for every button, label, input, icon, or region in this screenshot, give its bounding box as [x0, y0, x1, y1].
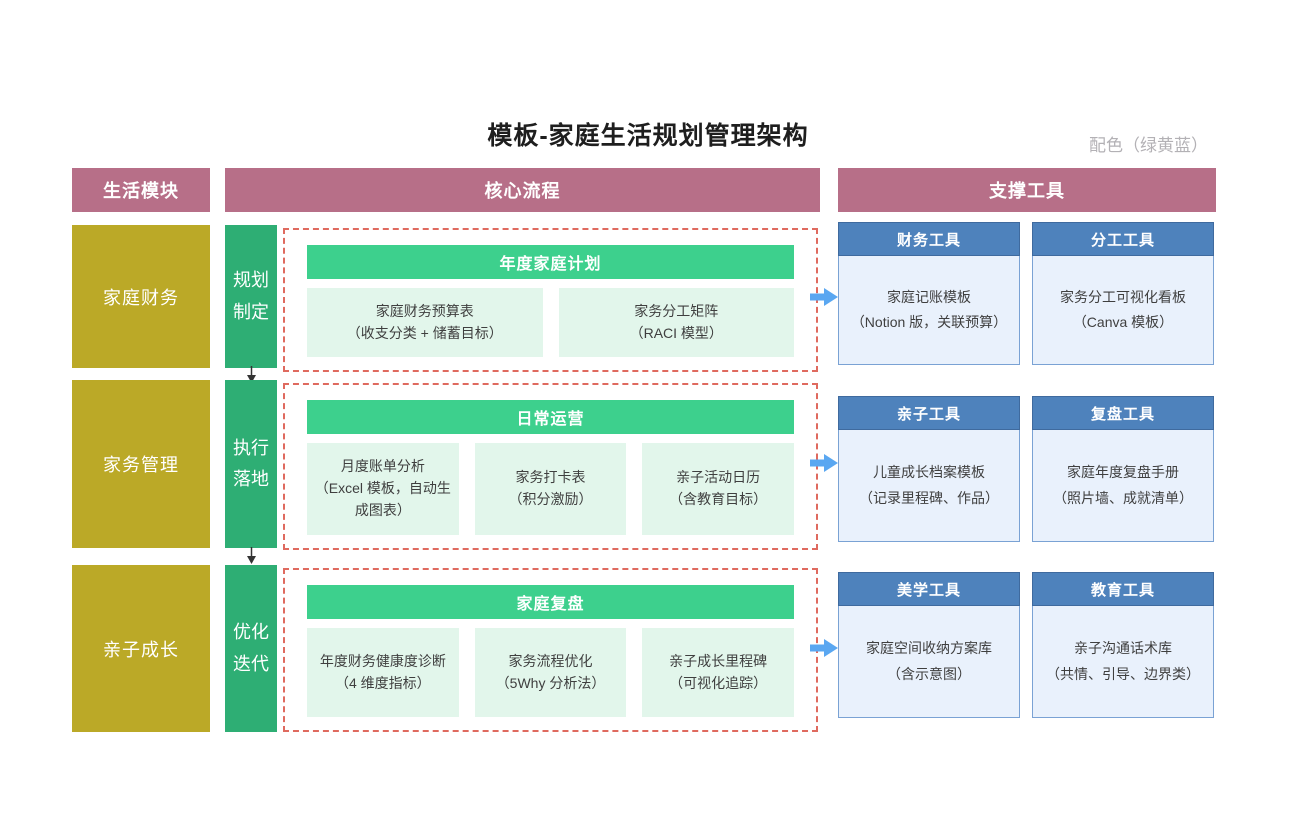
tool-body: 家庭空间收纳方案库 （含示意图）: [838, 606, 1020, 718]
tool-box-aesthetics: 美学工具 家庭空间收纳方案库 （含示意图）: [838, 572, 1020, 718]
process-item: 亲子活动日历 （含教育目标）: [642, 443, 795, 535]
process-item: 家务流程优化 （5Why 分析法）: [474, 628, 627, 717]
tool-body: 儿童成长档案模板 （记录里程碑、作品）: [838, 430, 1020, 542]
stage-down-arrow-icon: [245, 366, 258, 383]
process-item: 亲子成长里程碑 （可视化追踪）: [642, 628, 795, 717]
flow-right-arrow-icon: [810, 287, 838, 307]
module-box-family-finance: 家庭财务: [72, 225, 210, 368]
process-group-annual-plan: 年度家庭计划 家庭财务预算表 （收支分类 + 储蓄目标） 家务分工矩阵 （RAC…: [283, 228, 818, 372]
tool-header: 复盘工具: [1032, 396, 1214, 430]
tool-body: 家庭年度复盘手册 （照片墙、成就清单）: [1032, 430, 1214, 542]
column-header-life-modules: 生活模块: [72, 168, 210, 212]
module-box-housework: 家务管理: [72, 380, 210, 548]
tool-box-review: 复盘工具 家庭年度复盘手册 （照片墙、成就清单）: [1032, 396, 1214, 542]
tool-header: 教育工具: [1032, 572, 1214, 606]
process-item: 年度财务健康度诊断 （4 维度指标）: [307, 628, 459, 717]
tool-body: 家庭记账模板 （Notion 版，关联预算）: [838, 256, 1020, 365]
process-item: 家庭财务预算表 （收支分类 + 储蓄目标）: [307, 288, 543, 357]
process-items: 月度账单分析 （Excel 模板，自动生成图表） 家务打卡表 （积分激励） 亲子…: [307, 443, 795, 535]
tool-header: 分工工具: [1032, 222, 1214, 256]
process-group-family-review: 家庭复盘 年度财务健康度诊断 （4 维度指标） 家务流程优化 （5Why 分析法…: [283, 568, 818, 732]
process-items: 年度财务健康度诊断 （4 维度指标） 家务流程优化 （5Why 分析法） 亲子成…: [307, 628, 795, 717]
process-title-bar: 年度家庭计划: [307, 245, 794, 279]
tool-header: 亲子工具: [838, 396, 1020, 430]
flow-right-arrow-icon: [810, 638, 838, 658]
tool-box-finance: 财务工具 家庭记账模板 （Notion 版，关联预算）: [838, 222, 1020, 365]
tool-box-education: 教育工具 亲子沟通话术库 （共情、引导、边界类）: [1032, 572, 1214, 718]
process-items: 家庭财务预算表 （收支分类 + 储蓄目标） 家务分工矩阵 （RACI 模型）: [307, 288, 794, 357]
column-header-core-process: 核心流程: [225, 168, 820, 212]
column-header-support-tools: 支撑工具: [838, 168, 1216, 212]
process-item: 家务打卡表 （积分激励）: [474, 443, 627, 535]
process-item: 月度账单分析 （Excel 模板，自动生成图表）: [307, 443, 459, 535]
stage-box-planning: 规划 制定: [225, 225, 277, 368]
stage-box-optimization: 优化 迭代: [225, 565, 277, 732]
process-title-bar: 家庭复盘: [307, 585, 794, 619]
stage-down-arrow-icon: [245, 547, 258, 564]
module-box-child-growth: 亲子成长: [72, 565, 210, 732]
tool-header: 财务工具: [838, 222, 1020, 256]
tool-box-parenting: 亲子工具 儿童成长档案模板 （记录里程碑、作品）: [838, 396, 1020, 542]
process-item: 家务分工矩阵 （RACI 模型）: [558, 288, 794, 357]
color-scheme-note: 配色（绿黄蓝）: [1089, 136, 1208, 155]
flow-right-arrow-icon: [810, 453, 838, 473]
tool-body: 家务分工可视化看板 （Canva 模板）: [1032, 256, 1214, 365]
process-group-daily-operation: 日常运营 月度账单分析 （Excel 模板，自动生成图表） 家务打卡表 （积分激…: [283, 383, 818, 550]
process-title-bar: 日常运营: [307, 400, 794, 434]
tool-body: 亲子沟通话术库 （共情、引导、边界类）: [1032, 606, 1214, 718]
tool-header: 美学工具: [838, 572, 1020, 606]
stage-box-execution: 执行 落地: [225, 380, 277, 548]
page-title: 模板-家庭生活规划管理架构: [487, 122, 809, 150]
tool-box-division: 分工工具 家务分工可视化看板 （Canva 模板）: [1032, 222, 1214, 365]
